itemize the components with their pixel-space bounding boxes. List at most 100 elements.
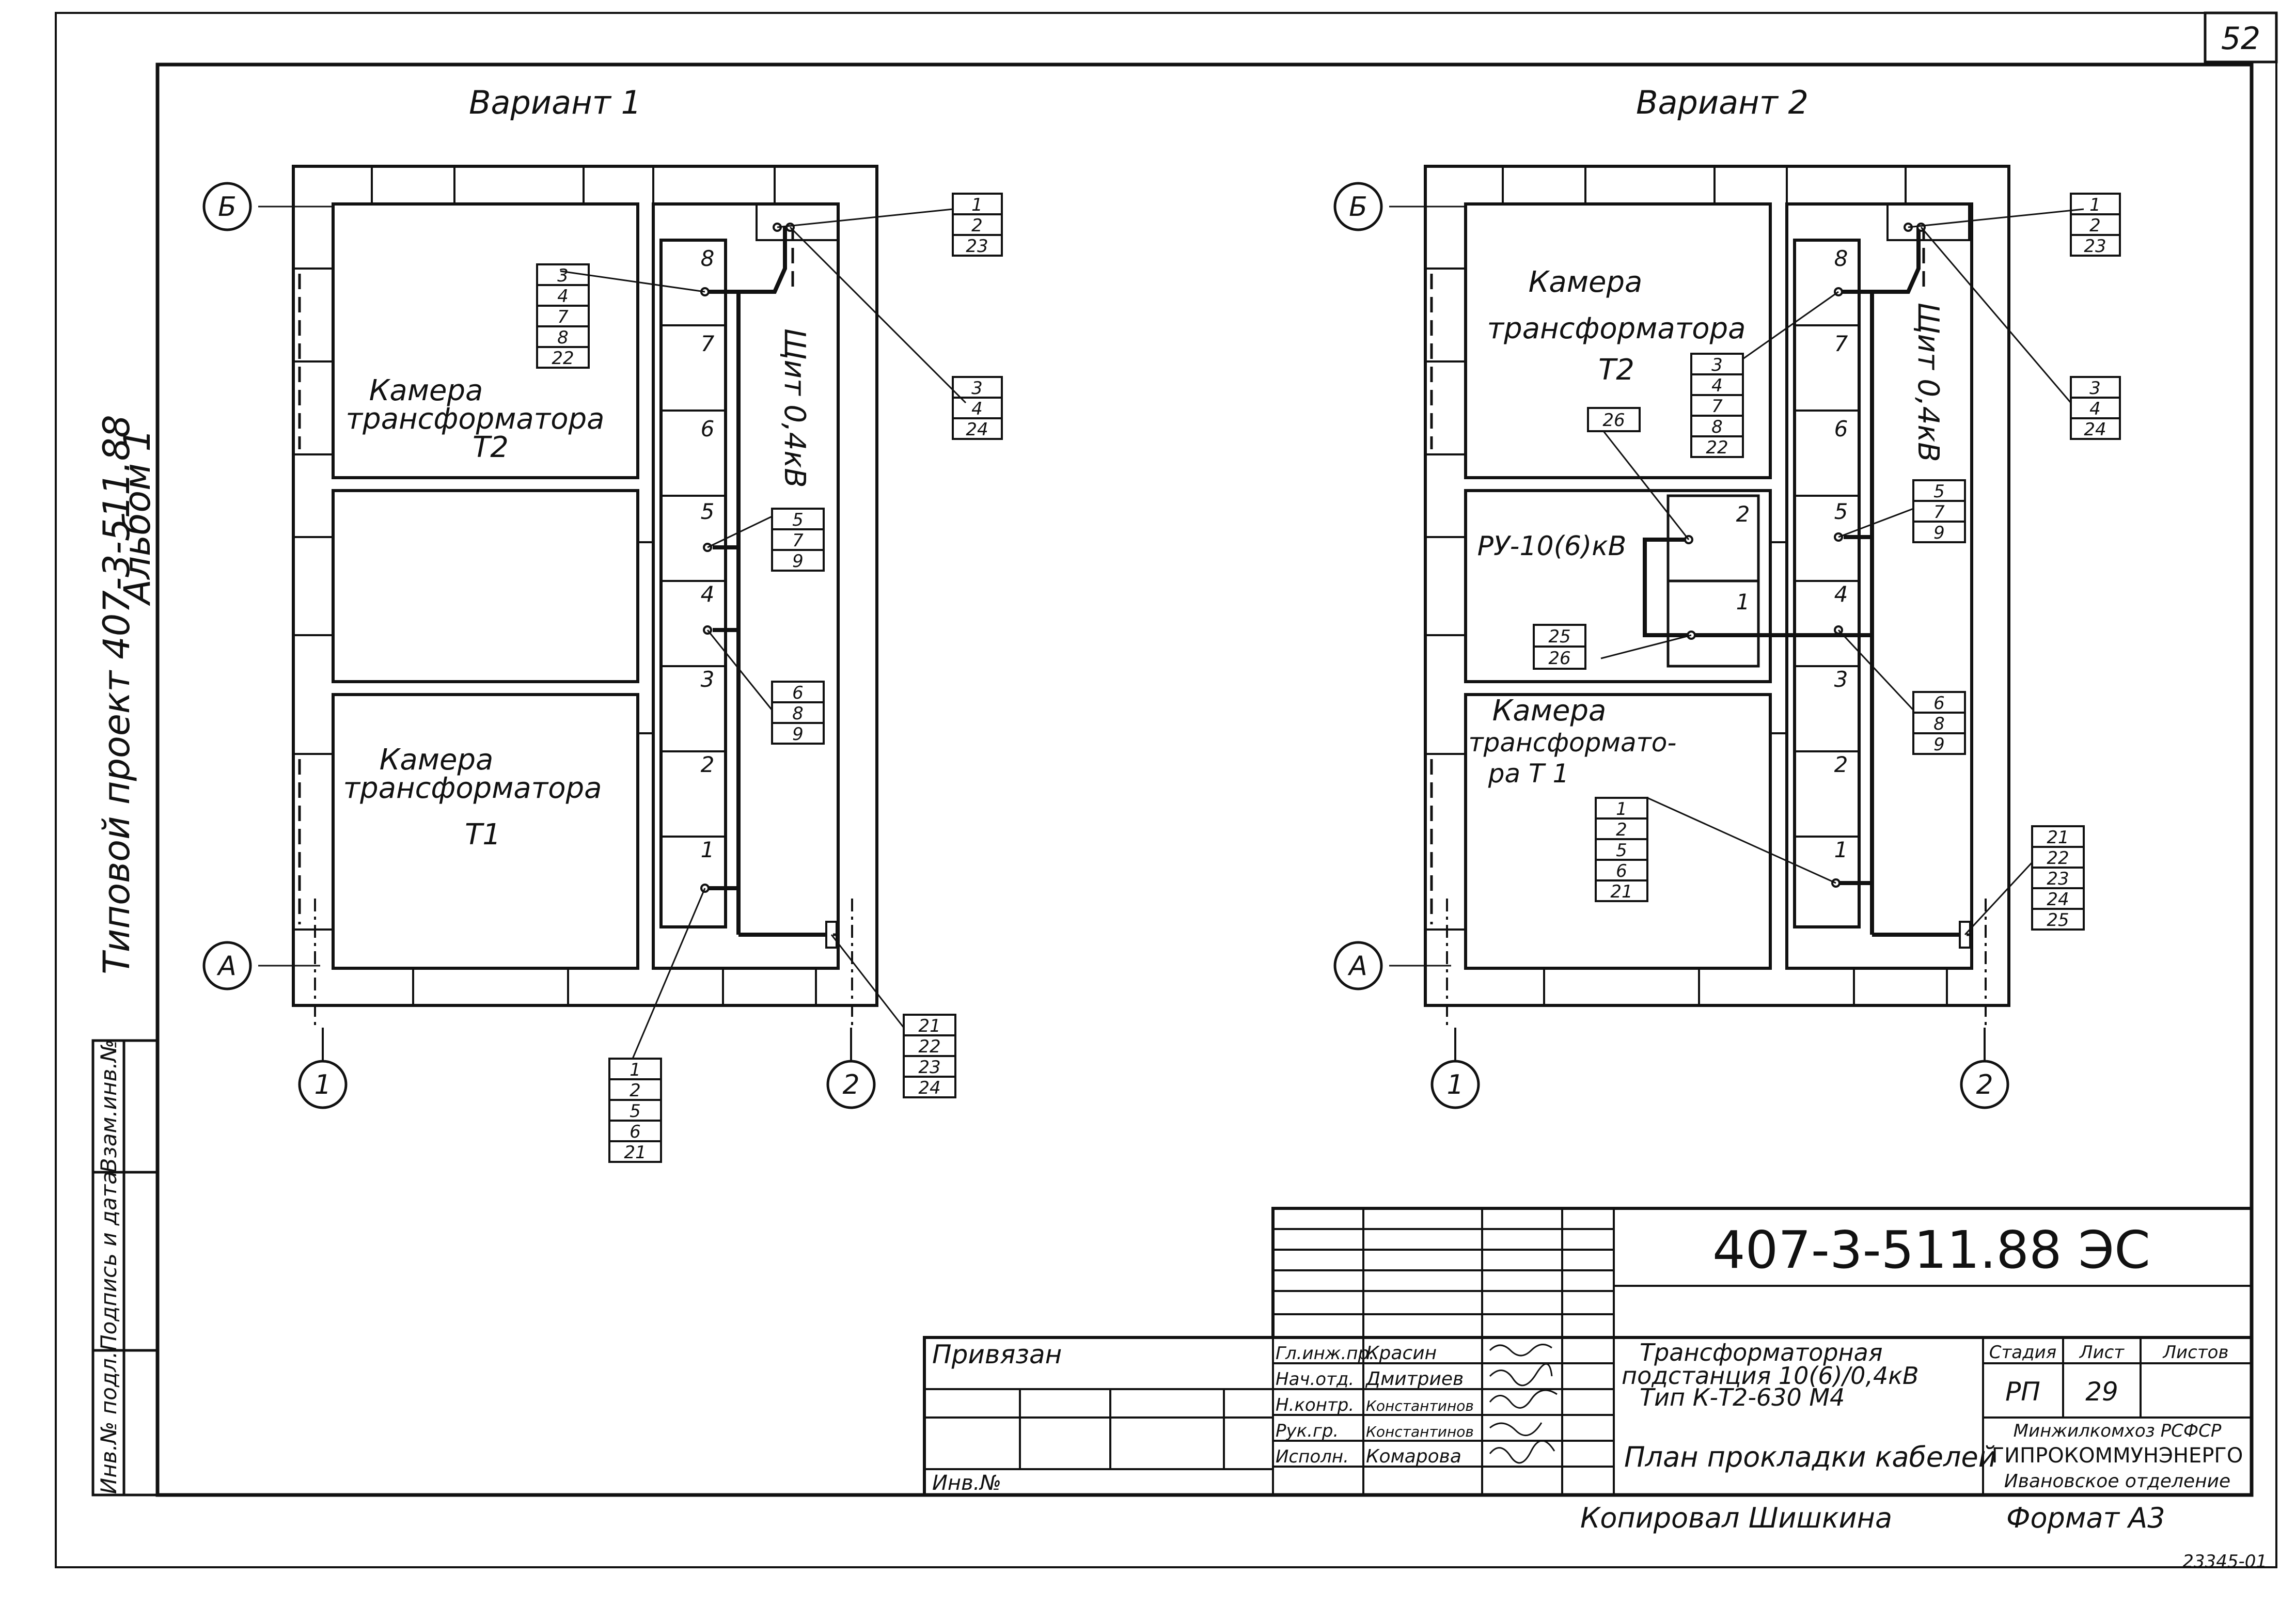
privyazan-label: Привязан bbox=[932, 1340, 1062, 1369]
name-3: Константинов bbox=[1366, 1397, 1474, 1414]
stage-value: РП bbox=[2005, 1377, 2040, 1407]
v2-cell-4: 4 bbox=[1834, 581, 1848, 607]
v1-tag-top-3: 23 bbox=[966, 236, 988, 257]
v2-tag-ru-1: 25 bbox=[1548, 626, 1570, 647]
project-title: Типовой проект 407-3-511.88 bbox=[96, 415, 138, 974]
v1-tag-t2-5: 22 bbox=[552, 348, 574, 369]
v1-axis-a: А bbox=[216, 951, 237, 982]
v1-tag-corner-1: 21 bbox=[918, 1016, 940, 1036]
org-line-3: Ивановское отделение bbox=[2004, 1471, 2230, 1492]
sheet-value: 29 bbox=[2085, 1377, 2118, 1407]
role-3: Н.контр. bbox=[1276, 1395, 1354, 1415]
v2-cell-8: 8 bbox=[1834, 246, 1848, 271]
v1-tag-mid-2: 4 bbox=[971, 399, 983, 419]
v2-axis-b: Б bbox=[1349, 192, 1367, 223]
name-1: Красин bbox=[1366, 1343, 1437, 1364]
name-5: Комарова bbox=[1366, 1446, 1461, 1467]
v1-room-t2-line2: трансформатора bbox=[346, 402, 605, 436]
v1-axis-b: Б bbox=[218, 192, 237, 223]
v1-tag-corner-4: 24 bbox=[918, 1078, 940, 1098]
v1-tag-t2-4: 8 bbox=[557, 327, 569, 348]
v2-tag-t2-3: 7 bbox=[1711, 396, 1723, 417]
variant1-plan bbox=[258, 165, 967, 1059]
v2-room-t1-line1: Камера bbox=[1492, 694, 1607, 728]
v2-ru-label: РУ-10(6)кВ bbox=[1477, 531, 1627, 562]
variant2-plan bbox=[1389, 165, 2084, 1028]
role-4: Рук.гр. bbox=[1276, 1421, 1339, 1441]
v1-tag-t2-3: 7 bbox=[557, 307, 569, 327]
v1-tag-top-1: 1 bbox=[971, 195, 983, 215]
v2-tag-mid-1: 3 bbox=[2089, 378, 2101, 399]
v2-tag-c4-2: 8 bbox=[1933, 714, 1945, 734]
v2-tag-mid-3: 24 bbox=[2084, 419, 2106, 440]
stamp-inv-podl: Инв.№ подл. bbox=[96, 1351, 121, 1494]
sheet-number: 52 bbox=[2221, 21, 2260, 57]
v2-tag-corner-1: 21 bbox=[2047, 827, 2069, 848]
v1-tag-corner-2: 22 bbox=[918, 1036, 940, 1057]
v2-tag-c4-3: 9 bbox=[1933, 734, 1945, 755]
v1-panel-label: Щит 0,4кВ bbox=[778, 328, 811, 487]
title-block bbox=[923, 1207, 2253, 1497]
copied-by: Копировал Шишкина bbox=[1580, 1502, 1892, 1534]
stamp-signature-date: Подпись и дата bbox=[96, 1171, 121, 1351]
v2-room-t1-line3: ра Т 1 bbox=[1488, 759, 1569, 789]
v1-tag-t2-1: 3 bbox=[557, 265, 569, 286]
v1-tag-c1-2: 2 bbox=[630, 1080, 641, 1101]
v2-tag-ru-2: 26 bbox=[1548, 648, 1570, 669]
v1-room-t1-line3: Т1 bbox=[465, 818, 501, 852]
sheets-header: Листов bbox=[2162, 1342, 2228, 1363]
document-code: 407-3-511.88 ЭС bbox=[1712, 1220, 2150, 1280]
variant2-title: Вариант 2 bbox=[1636, 84, 1809, 121]
v2-tag-t1-5: 21 bbox=[1610, 881, 1632, 902]
v2-ru-cell-2: 2 bbox=[1736, 501, 1750, 527]
sheet-header: Лист bbox=[2079, 1342, 2125, 1363]
v2-tag-t2-5: 22 bbox=[1706, 437, 1728, 458]
role-2: Нач.отд. bbox=[1276, 1369, 1354, 1390]
album-label: Альбом 1 bbox=[116, 429, 159, 606]
v2-cell-6: 6 bbox=[1834, 416, 1848, 442]
v1-tag-c4-3: 9 bbox=[792, 724, 804, 745]
v2-room-t2-line2: трансформатора bbox=[1487, 312, 1746, 345]
role-5: Исполн. bbox=[1276, 1446, 1349, 1467]
v2-tag-t1-2: 2 bbox=[1616, 820, 1627, 840]
object-line-2: подстанция 10(6)/0,4кВ bbox=[1622, 1362, 1919, 1390]
v1-tag-corner-3: 23 bbox=[918, 1057, 940, 1078]
sheet-title: План прокладки кабелей bbox=[1624, 1441, 1996, 1473]
variant1-title: Вариант 1 bbox=[469, 84, 641, 121]
v1-cell-2: 2 bbox=[701, 752, 715, 777]
v2-tag-corner-2: 22 bbox=[2047, 848, 2069, 869]
v1-tag-c1-1: 1 bbox=[630, 1060, 641, 1080]
signatures bbox=[1489, 1344, 1558, 1464]
v2-room-t1-line2: трансформато- bbox=[1469, 728, 1677, 758]
archive-number: 23345-01 bbox=[2182, 1551, 2267, 1572]
v1-tag-c4-2: 8 bbox=[792, 703, 804, 724]
tag-boxes bbox=[536, 193, 2121, 1163]
v1-axis-2: 2 bbox=[842, 1069, 859, 1100]
v2-cell-7: 7 bbox=[1834, 331, 1848, 356]
v2-axis-2: 2 bbox=[1976, 1069, 1993, 1100]
v1-tag-mid-3: 24 bbox=[966, 419, 988, 440]
v2-tag-top-1: 1 bbox=[2089, 195, 2101, 215]
v2-cell-3: 3 bbox=[1834, 667, 1848, 692]
org-line-2: ГИПРОКОММУНЭНЕРГО bbox=[1992, 1444, 2243, 1468]
side-stamp bbox=[91, 1039, 159, 1497]
v1-cell-7: 7 bbox=[701, 331, 715, 356]
v2-tag-corner-4: 24 bbox=[2047, 889, 2069, 910]
v2-tag-c4-1: 6 bbox=[1933, 693, 1945, 714]
v2-tag-corner-3: 23 bbox=[2047, 869, 2069, 889]
v2-tag-top-2: 2 bbox=[2089, 215, 2101, 236]
v1-tag-mid-1: 3 bbox=[971, 378, 983, 399]
org-line-1: Минжилкомхоз РСФСР bbox=[2014, 1421, 2222, 1441]
object-line-1: Трансформаторная bbox=[1640, 1339, 1883, 1366]
v2-tag-t1-4: 6 bbox=[1616, 861, 1627, 881]
v2-tag-top-3: 23 bbox=[2084, 236, 2106, 257]
stage-header: Стадия bbox=[1989, 1342, 2056, 1363]
v2-tag-single: 26 bbox=[1602, 410, 1625, 431]
v2-tag-t1-1: 1 bbox=[1616, 799, 1627, 820]
object-line-3: Тип К-Т2-630 М4 bbox=[1640, 1383, 1845, 1411]
v1-tag-c1-4: 6 bbox=[630, 1122, 641, 1142]
v2-tag-t1-3: 5 bbox=[1616, 840, 1627, 861]
sheet-border bbox=[55, 12, 2277, 1568]
stamp-vzam-inv: Взам.инв.№ bbox=[96, 1040, 121, 1173]
v1-tag-top-2: 2 bbox=[971, 215, 983, 236]
